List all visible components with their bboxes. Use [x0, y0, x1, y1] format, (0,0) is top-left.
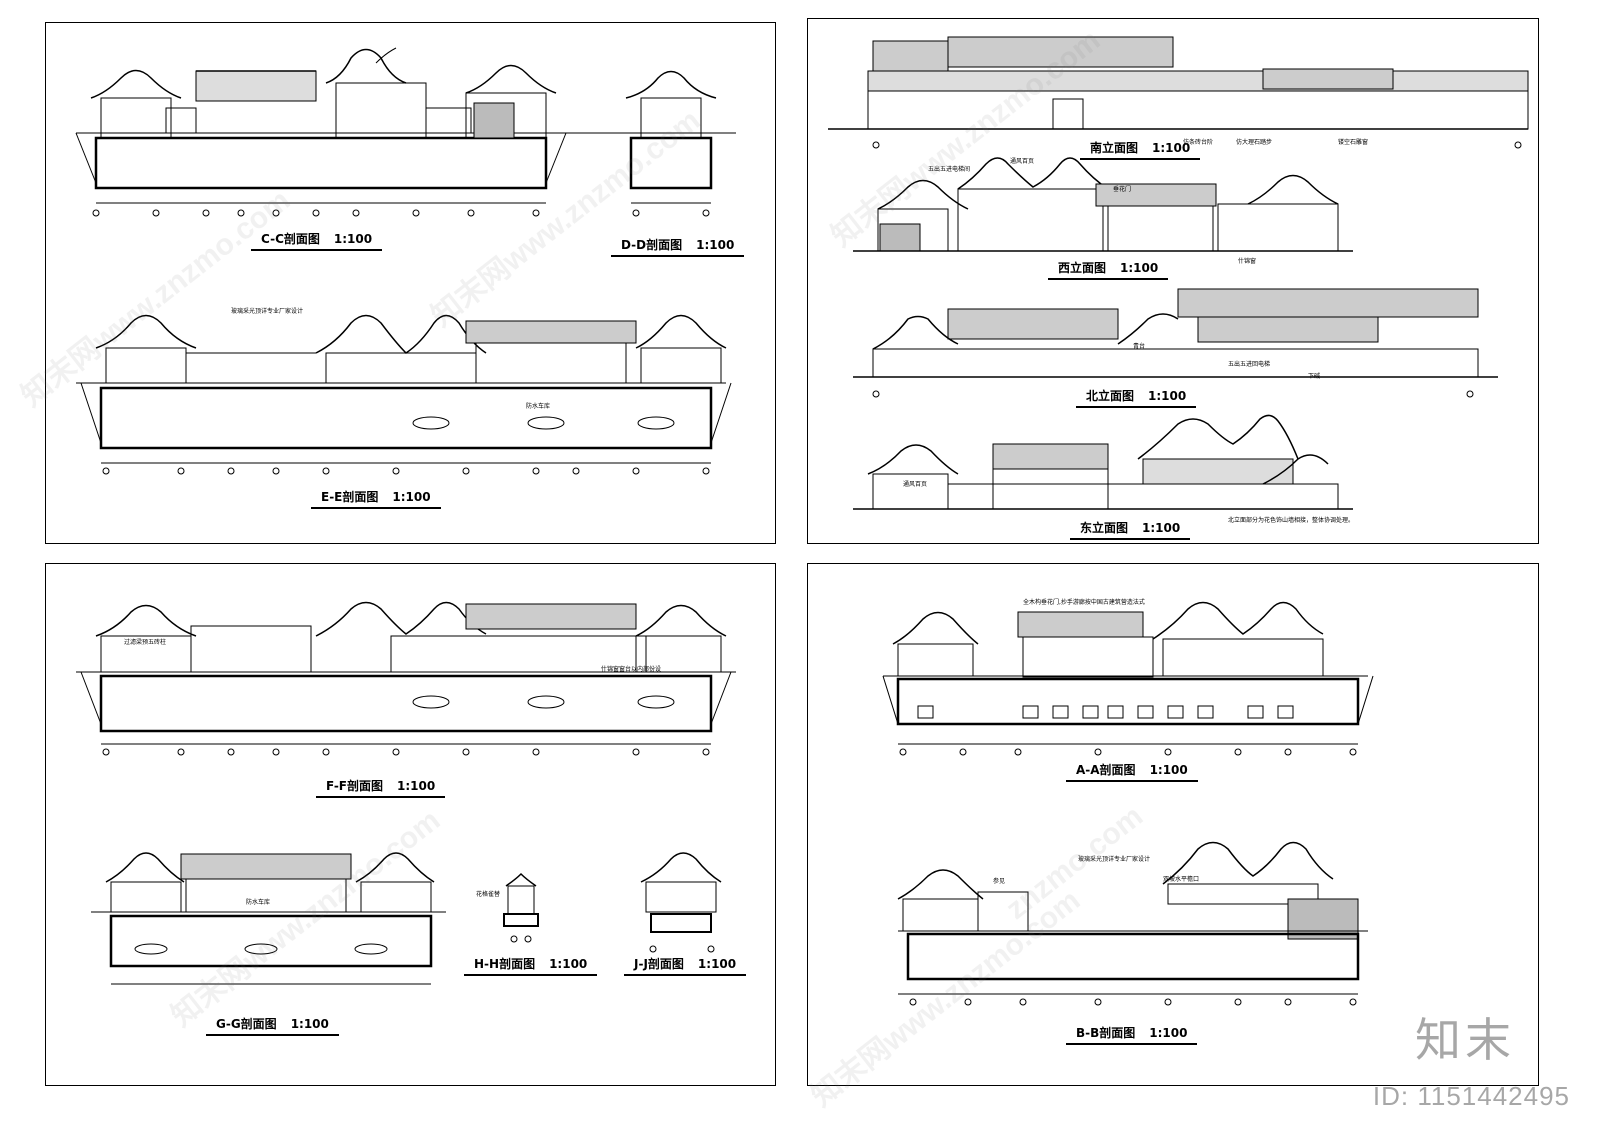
caption-title: B-B剖面图: [1076, 1026, 1136, 1040]
sheet-top-left: 玻璃采光顶详专业厂家设计 防水车库 C-C剖面图 1:100 D-D剖面图 1:10…: [45, 22, 776, 544]
caption-title: C-C剖面图: [261, 232, 320, 246]
caption-title: 东立面图: [1080, 521, 1129, 535]
sheet-top-right: 仿条砖台阶 仿大理石踏步 镂空石雕窗 五出五进电梯间 通风百页 垂花门 什锦窗 …: [807, 18, 1539, 544]
note-west-4: 什锦窗: [1238, 258, 1257, 265]
note-south-3: 镂空石雕窗: [1338, 139, 1369, 146]
note-north-3: 下碱: [1308, 373, 1321, 380]
brand-id: ID: 1151442495: [1372, 1081, 1570, 1111]
note-bb-2: 双坡水平檐口: [1163, 876, 1200, 883]
note-south-2: 仿大理石踏步: [1236, 139, 1273, 146]
note-south-1: 仿条砖台阶: [1183, 139, 1214, 146]
caption-scale: 1:100: [1152, 141, 1191, 155]
note-west-2: 通风百页: [1010, 158, 1035, 165]
note-north-1: 青台: [1133, 343, 1146, 350]
caption-scale: 1:100: [697, 957, 737, 971]
section-jj-drawing: [640, 852, 722, 953]
note-east-2: 北立面部分为花色饰山墙相接，整体协调处理。: [1228, 517, 1355, 524]
caption-south: 南立面图 1:100: [1080, 139, 1201, 160]
caption-scale: 1:100: [392, 490, 431, 504]
note-gg-1: 防水车库: [246, 899, 271, 906]
note-west-1: 五出五进电梯间: [928, 166, 971, 173]
caption-scale: 1:100: [1149, 763, 1188, 777]
section-dd-drawing: [606, 70, 736, 217]
caption-title: E-E剖面图: [321, 490, 379, 504]
caption-north: 北立面图 1:100: [1076, 387, 1197, 408]
note-hh-1: 花格雀替: [476, 891, 501, 898]
caption-scale: 1:100: [1120, 261, 1159, 275]
section-bb-drawing: [897, 841, 1368, 1006]
brand-logo: 知末: [1415, 1013, 1515, 1067]
note-north-2: 五出五进回电梯: [1228, 361, 1271, 368]
caption-west: 西立面图 1:100: [1048, 259, 1169, 280]
caption-title: H-H剖面图: [474, 957, 536, 971]
caption-bb: B-B剖面图 1:100: [1066, 1024, 1198, 1045]
caption-title: A-A剖面图: [1076, 763, 1136, 777]
drawing-aa-bb: [882, 601, 1374, 1006]
east-elevation-drawing: [853, 414, 1353, 510]
caption-scale: 1:100: [1149, 1026, 1188, 1040]
caption-title: D-D剖面图: [621, 238, 683, 252]
caption-cc: C-C剖面图 1:100: [251, 230, 383, 251]
caption-scale: 1:100: [290, 1017, 329, 1031]
caption-title: F-F剖面图: [326, 779, 384, 793]
sheet-bottom-right: 全木构垂花门,抄手游廊按中国古建筑营造法式 玻璃采光顶详专业厂家设计 双坡水平檐…: [807, 563, 1539, 1086]
caption-title: 西立面图: [1058, 261, 1107, 275]
section-aa-drawing: [882, 601, 1374, 756]
note-ff-2: 什锦窗窗台以内部份设: [601, 666, 662, 673]
caption-east: 东立面图 1:100: [1070, 519, 1191, 540]
note-east-1: 通风百页: [903, 481, 928, 488]
caption-scale: 1:100: [1142, 521, 1181, 535]
section-ff-drawing: [76, 601, 736, 756]
caption-title: G-G剖面图: [216, 1017, 277, 1031]
caption-title: J-J剖面图: [634, 957, 684, 971]
caption-ee: E-E剖面图 1:100: [311, 488, 441, 509]
caption-scale: 1:100: [549, 957, 588, 971]
north-elevation-drawing: [853, 288, 1498, 398]
note-aa-1: 全木构垂花门,抄手游廊按中国古建筑营造法式: [1023, 599, 1145, 606]
west-elevation-drawing: [853, 157, 1353, 252]
section-ee-drawing: [76, 314, 732, 475]
drawing-cc-dd-ee: [75, 47, 736, 475]
sheet-bottom-left: 过滤梁预五砖柱 什锦窗窗台以内部份设 防水车库 花格雀替 F-F剖面图 1:100…: [45, 563, 776, 1086]
caption-title: 南立面图: [1090, 141, 1139, 155]
caption-scale: 1:100: [1148, 389, 1187, 403]
note-west-3: 垂花门: [1113, 186, 1132, 193]
caption-scale: 1:100: [397, 779, 436, 793]
drawing-ff-gg-hh-jj: [76, 601, 736, 985]
note-bb-1: 玻璃采光顶详专业厂家设计: [1078, 856, 1151, 863]
drawing-elevations: [828, 36, 1529, 510]
caption-jj: J-J剖面图 1:100: [624, 955, 747, 976]
south-elevation-drawing: [828, 36, 1529, 149]
note-bb-3: 参见: [993, 878, 1006, 885]
caption-scale: 1:100: [333, 232, 373, 246]
note-parking: 防水车库: [526, 403, 551, 410]
caption-scale: 1:100: [696, 238, 735, 252]
section-hh-drawing: [503, 872, 539, 943]
note-skylight: 玻璃采光顶详专业厂家设计: [231, 308, 304, 315]
section-gg-drawing: [91, 852, 446, 985]
section-cc-drawing: [75, 47, 646, 217]
caption-ff: F-F剖面图 1:100: [316, 777, 446, 798]
caption-aa: A-A剖面图 1:100: [1066, 761, 1198, 782]
caption-hh: H-H剖面图 1:100: [464, 955, 598, 976]
note-ff-1: 过滤梁预五砖柱: [124, 639, 167, 646]
caption-title: 北立面图: [1086, 389, 1135, 403]
caption-gg: G-G剖面图 1:100: [206, 1015, 339, 1036]
caption-dd: D-D剖面图 1:100: [611, 236, 745, 257]
